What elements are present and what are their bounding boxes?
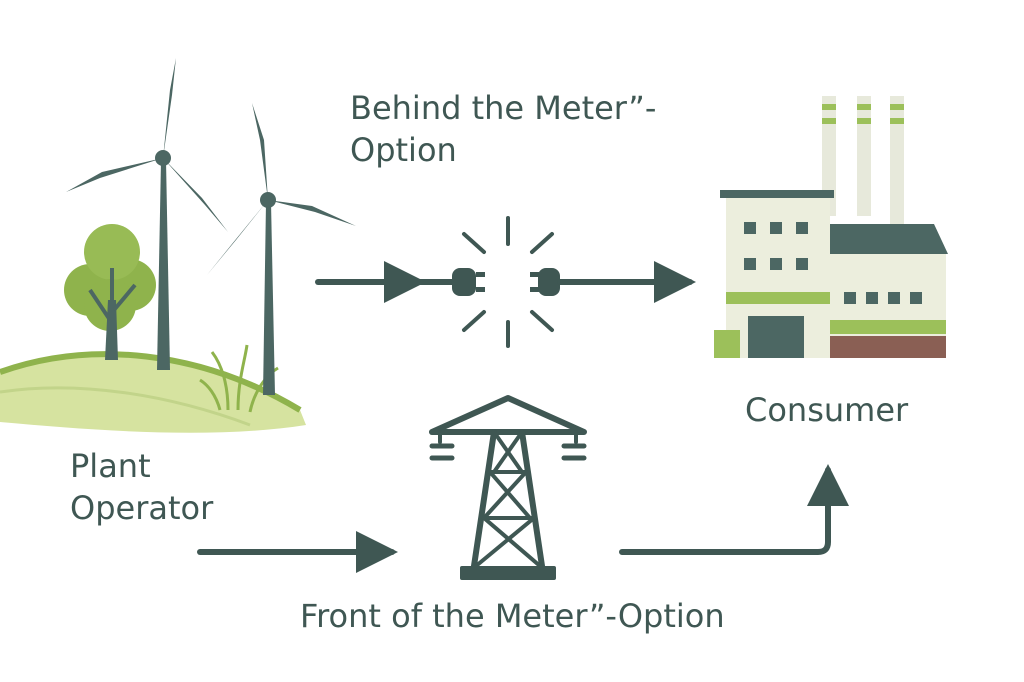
behind-meter-label: Behind the Meter”-Option bbox=[350, 89, 657, 169]
hill bbox=[0, 351, 306, 433]
behind-meter-connection bbox=[315, 216, 696, 348]
grass-icon bbox=[199, 344, 279, 413]
plug-icon bbox=[420, 268, 485, 296]
plant-operator-label: Plant Operator bbox=[70, 447, 214, 527]
front-meter-connection bbox=[197, 464, 849, 573]
factory-icon bbox=[714, 96, 948, 358]
transmission-tower-icon bbox=[429, 395, 587, 580]
consumer-label: Consumer bbox=[745, 391, 909, 429]
wind-turbine-icon bbox=[207, 103, 356, 395]
front-meter-label: Front of the Meter”-Option bbox=[300, 597, 725, 635]
tree-icon bbox=[64, 224, 156, 360]
spark-icon bbox=[462, 216, 554, 348]
wind-turbine-icon bbox=[66, 58, 228, 370]
socket-icon bbox=[530, 261, 696, 303]
